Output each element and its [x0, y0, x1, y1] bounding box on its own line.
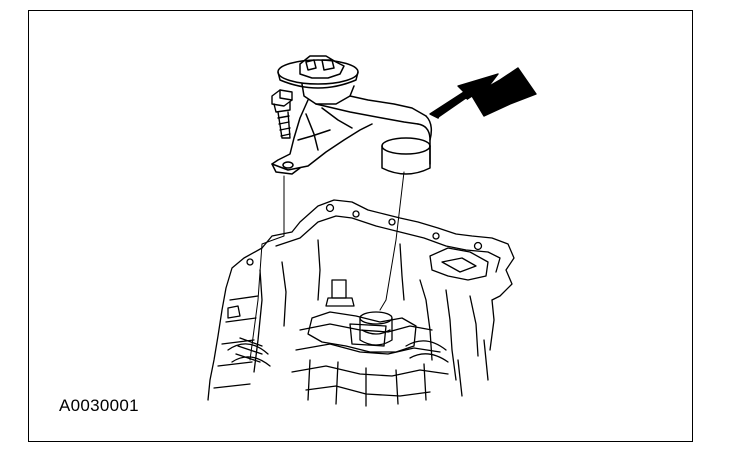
arrow-indicator: [429, 67, 537, 119]
figure-id-label: A0030001: [59, 396, 139, 415]
screen-cover-and-pickup-tube: [271, 55, 433, 175]
figure-frame: [28, 10, 693, 442]
alignment-lines: [249, 171, 405, 361]
engine-block: [207, 199, 515, 407]
bolt: [271, 89, 293, 139]
